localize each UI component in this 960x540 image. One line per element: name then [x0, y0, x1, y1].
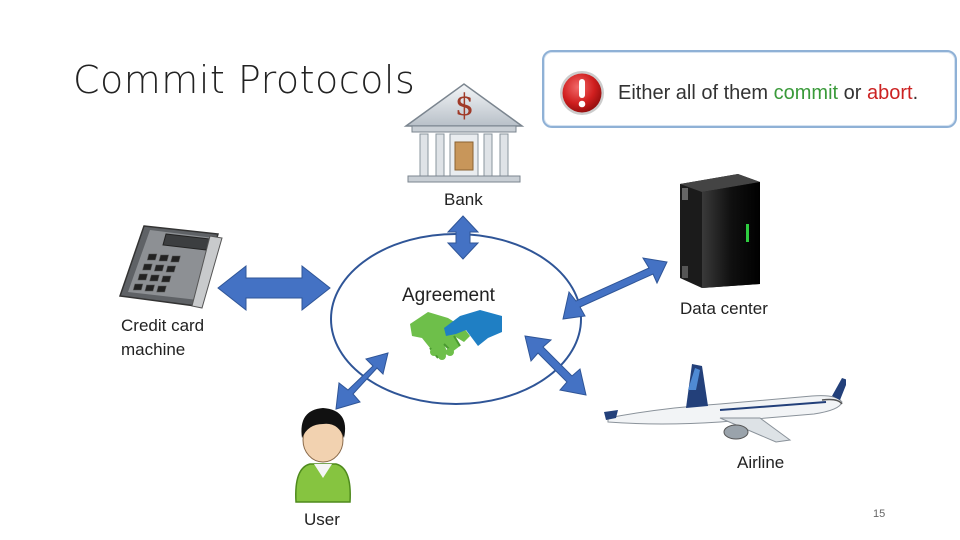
slide-title: Commit Protocols	[73, 58, 416, 102]
callout-text-middle: or	[838, 82, 867, 104]
airline-label: Airline	[737, 453, 785, 472]
bank-label: Bank	[444, 190, 483, 209]
arrow-credit-card	[217, 264, 331, 312]
server-icon	[680, 174, 760, 288]
callout-text-before: Either all of them	[618, 82, 774, 104]
user-label: User	[304, 510, 340, 529]
exclamation-icon	[560, 71, 604, 115]
bank-dollar-sign: $	[455, 88, 475, 123]
arrow-data-center	[562, 257, 668, 320]
callout-text: Either all of them commit or abort.	[618, 82, 918, 105]
callout-text-after: .	[912, 82, 919, 104]
credit-card-label-line1: Credit card	[121, 316, 205, 335]
airplane-icon	[604, 364, 846, 443]
slide-number: 15	[873, 508, 886, 520]
user-icon	[295, 408, 351, 503]
arrow-user	[335, 352, 389, 410]
arrow-bank	[446, 215, 480, 260]
callout-box	[542, 50, 957, 128]
credit-card-machine-icon	[118, 225, 223, 309]
arrow-airline	[524, 335, 587, 396]
agreement-label: Agreement	[402, 285, 495, 306]
handshake-icon	[410, 310, 502, 360]
bank-icon	[403, 83, 525, 183]
credit-card-label-line2: machine	[121, 340, 186, 359]
commit-word: commit	[773, 82, 839, 104]
abort-word: abort	[866, 82, 913, 104]
data-center-label: Data center	[680, 299, 768, 318]
